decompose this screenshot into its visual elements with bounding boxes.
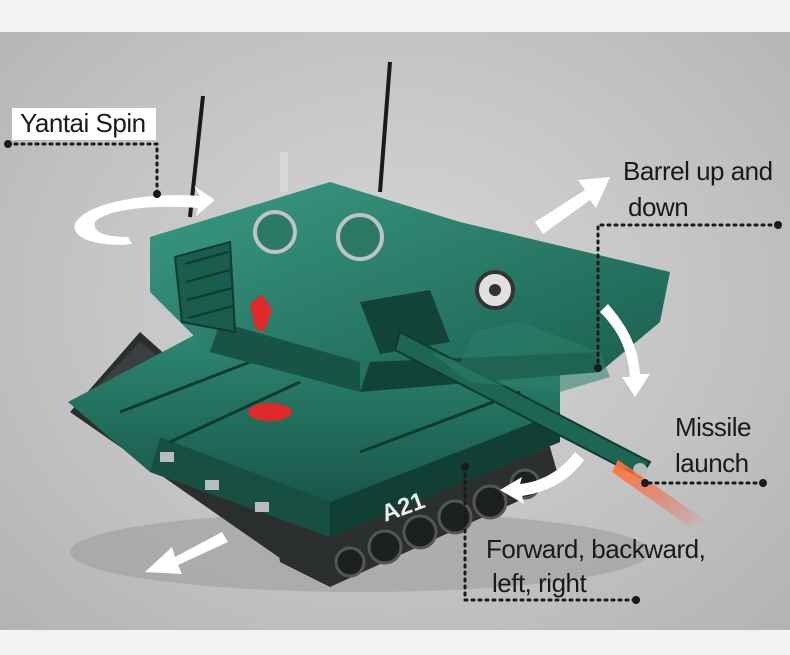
road-wheel	[334, 546, 366, 578]
connector-pin	[205, 480, 219, 490]
motion-arrows	[74, 177, 650, 574]
spin-leader	[6, 142, 159, 196]
drive-arrow	[145, 532, 228, 574]
label-barrel-line1: Barrel up and	[623, 156, 773, 186]
road-wheel	[367, 529, 403, 565]
label-barrel-line2: down	[628, 192, 689, 222]
product-photo-stage: A21	[0, 32, 790, 630]
barrel-rotate-arrow	[600, 304, 650, 397]
connector-pin	[255, 502, 269, 512]
drive-leader	[463, 465, 638, 602]
label-missile-line2: launch	[675, 448, 749, 478]
label-drive-line2: left, right	[492, 568, 587, 598]
tank-illustration: A21	[4, 61, 782, 604]
road-wheel	[437, 499, 473, 535]
turret-gear	[336, 213, 384, 261]
turret-red-lever	[250, 294, 272, 332]
turret-gear	[253, 210, 297, 254]
road-wheel	[472, 484, 508, 520]
label-drive-line1: Forward, backward,	[486, 534, 706, 564]
missile-flame	[612, 460, 705, 527]
label-missile-line1: Missile	[675, 412, 751, 442]
barrel-leader	[596, 223, 780, 370]
antenna	[378, 61, 392, 193]
road-wheel	[402, 514, 438, 550]
hull-red-light	[248, 403, 292, 421]
connector-pin	[160, 452, 174, 462]
leader-lines	[6, 142, 780, 602]
drive-turn-arrow	[500, 452, 584, 504]
spin-arrow	[74, 186, 216, 245]
antenna-mount	[280, 152, 288, 192]
label-yantai-spin: Yantai Spin	[12, 108, 156, 140]
barrel-up-arrow	[535, 177, 610, 234]
barrel-motion-blur	[430, 322, 610, 392]
